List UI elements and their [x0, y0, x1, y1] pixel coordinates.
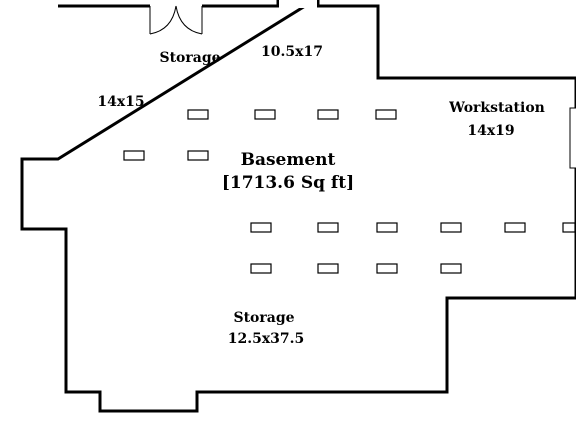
- ceiling-light-icon: [317, 263, 339, 274]
- ceiling-light-icon: [375, 109, 397, 120]
- ceiling-light-icon: [440, 263, 462, 274]
- ceiling-light-icon: [250, 222, 272, 233]
- ceiling-light-icon: [254, 109, 276, 120]
- room-name-storage-north: Storage: [159, 50, 220, 66]
- ceiling-light-icon: [317, 109, 339, 120]
- room-name-workstation: Workstation: [448, 100, 545, 116]
- ceiling-light-icon: [376, 263, 398, 274]
- ceiling-light-icon: [440, 222, 462, 233]
- basement-outline: [20, 0, 576, 413]
- ceiling-light-icon: [562, 222, 576, 233]
- room-dims-workstation: 14x19: [467, 123, 514, 139]
- ceiling-light-icon: [187, 109, 209, 120]
- ceiling-light-icon: [376, 222, 398, 233]
- room-name-storage-south: Storage: [233, 310, 294, 326]
- plan-area: [1713.6 Sq ft]: [222, 173, 354, 193]
- room-dims-storage-south: 12.5x37.5: [228, 331, 305, 347]
- plan-title: Basement: [241, 150, 336, 170]
- room-dims-north-center: 10.5x17: [261, 44, 323, 60]
- top-opening: [279, 0, 317, 8]
- ceiling-light-icon: [123, 150, 145, 161]
- ceiling-lights: [123, 109, 576, 274]
- ceiling-light-icon: [317, 222, 339, 233]
- ceiling-light-icon: [187, 150, 209, 161]
- room-dims-storage-north: 14x15: [97, 94, 144, 110]
- window-icon: [569, 107, 576, 169]
- ceiling-light-icon: [504, 222, 526, 233]
- ceiling-light-icon: [250, 263, 272, 274]
- double-door-icon: [149, 2, 203, 35]
